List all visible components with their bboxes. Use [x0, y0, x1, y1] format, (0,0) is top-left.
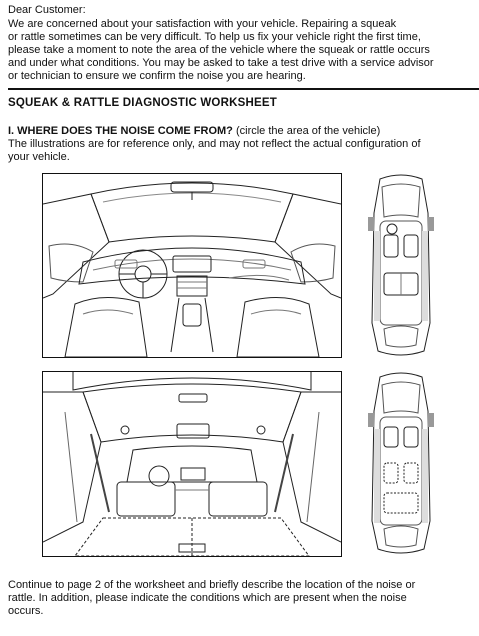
rear-interior-illustration[interactable]: [42, 371, 342, 557]
top-view-rear-drawing: [368, 372, 434, 554]
letter-line-2: or rattle sometimes can be very difficul…: [8, 31, 421, 43]
section1-heading-rest: (circle the area of the vehicle): [232, 125, 381, 137]
section1-note-1: The illustrations are for reference only…: [8, 138, 421, 150]
worksheet-title: SQUEAK & RATTLE DIAGNOSTIC WORKSHEET: [8, 97, 277, 109]
top-view-front-illustration[interactable]: [368, 173, 434, 357]
greeting: Dear Customer:: [8, 4, 86, 16]
footer-line-2: rattle. In addition, please indicate the…: [8, 592, 407, 604]
section-divider: [8, 88, 479, 90]
footer-line-1: Continue to page 2 of the worksheet and …: [8, 579, 416, 591]
section1-heading: I. WHERE DOES THE NOISE COME FROM? (circ…: [8, 125, 380, 138]
letter-line-3: please take a moment to note the area of…: [8, 44, 430, 56]
section1-heading-bold: I. WHERE DOES THE NOISE COME FROM?: [8, 125, 233, 137]
letter-line-5: or technician to ensure we confirm the n…: [8, 70, 306, 82]
letter-line-1: We are concerned about your satisfaction…: [8, 18, 397, 30]
footer-line-3: occurs.: [8, 605, 44, 617]
letter-line-4: and under what conditions. You may be as…: [8, 57, 434, 69]
section1-note-2: your vehicle.: [8, 151, 70, 163]
front-interior-illustration[interactable]: [42, 173, 342, 358]
top-view-rear-illustration[interactable]: [368, 371, 434, 555]
top-view-front-drawing: [368, 174, 434, 356]
dashboard-view-drawing: [43, 181, 341, 357]
cargo-view-drawing: [43, 372, 341, 556]
